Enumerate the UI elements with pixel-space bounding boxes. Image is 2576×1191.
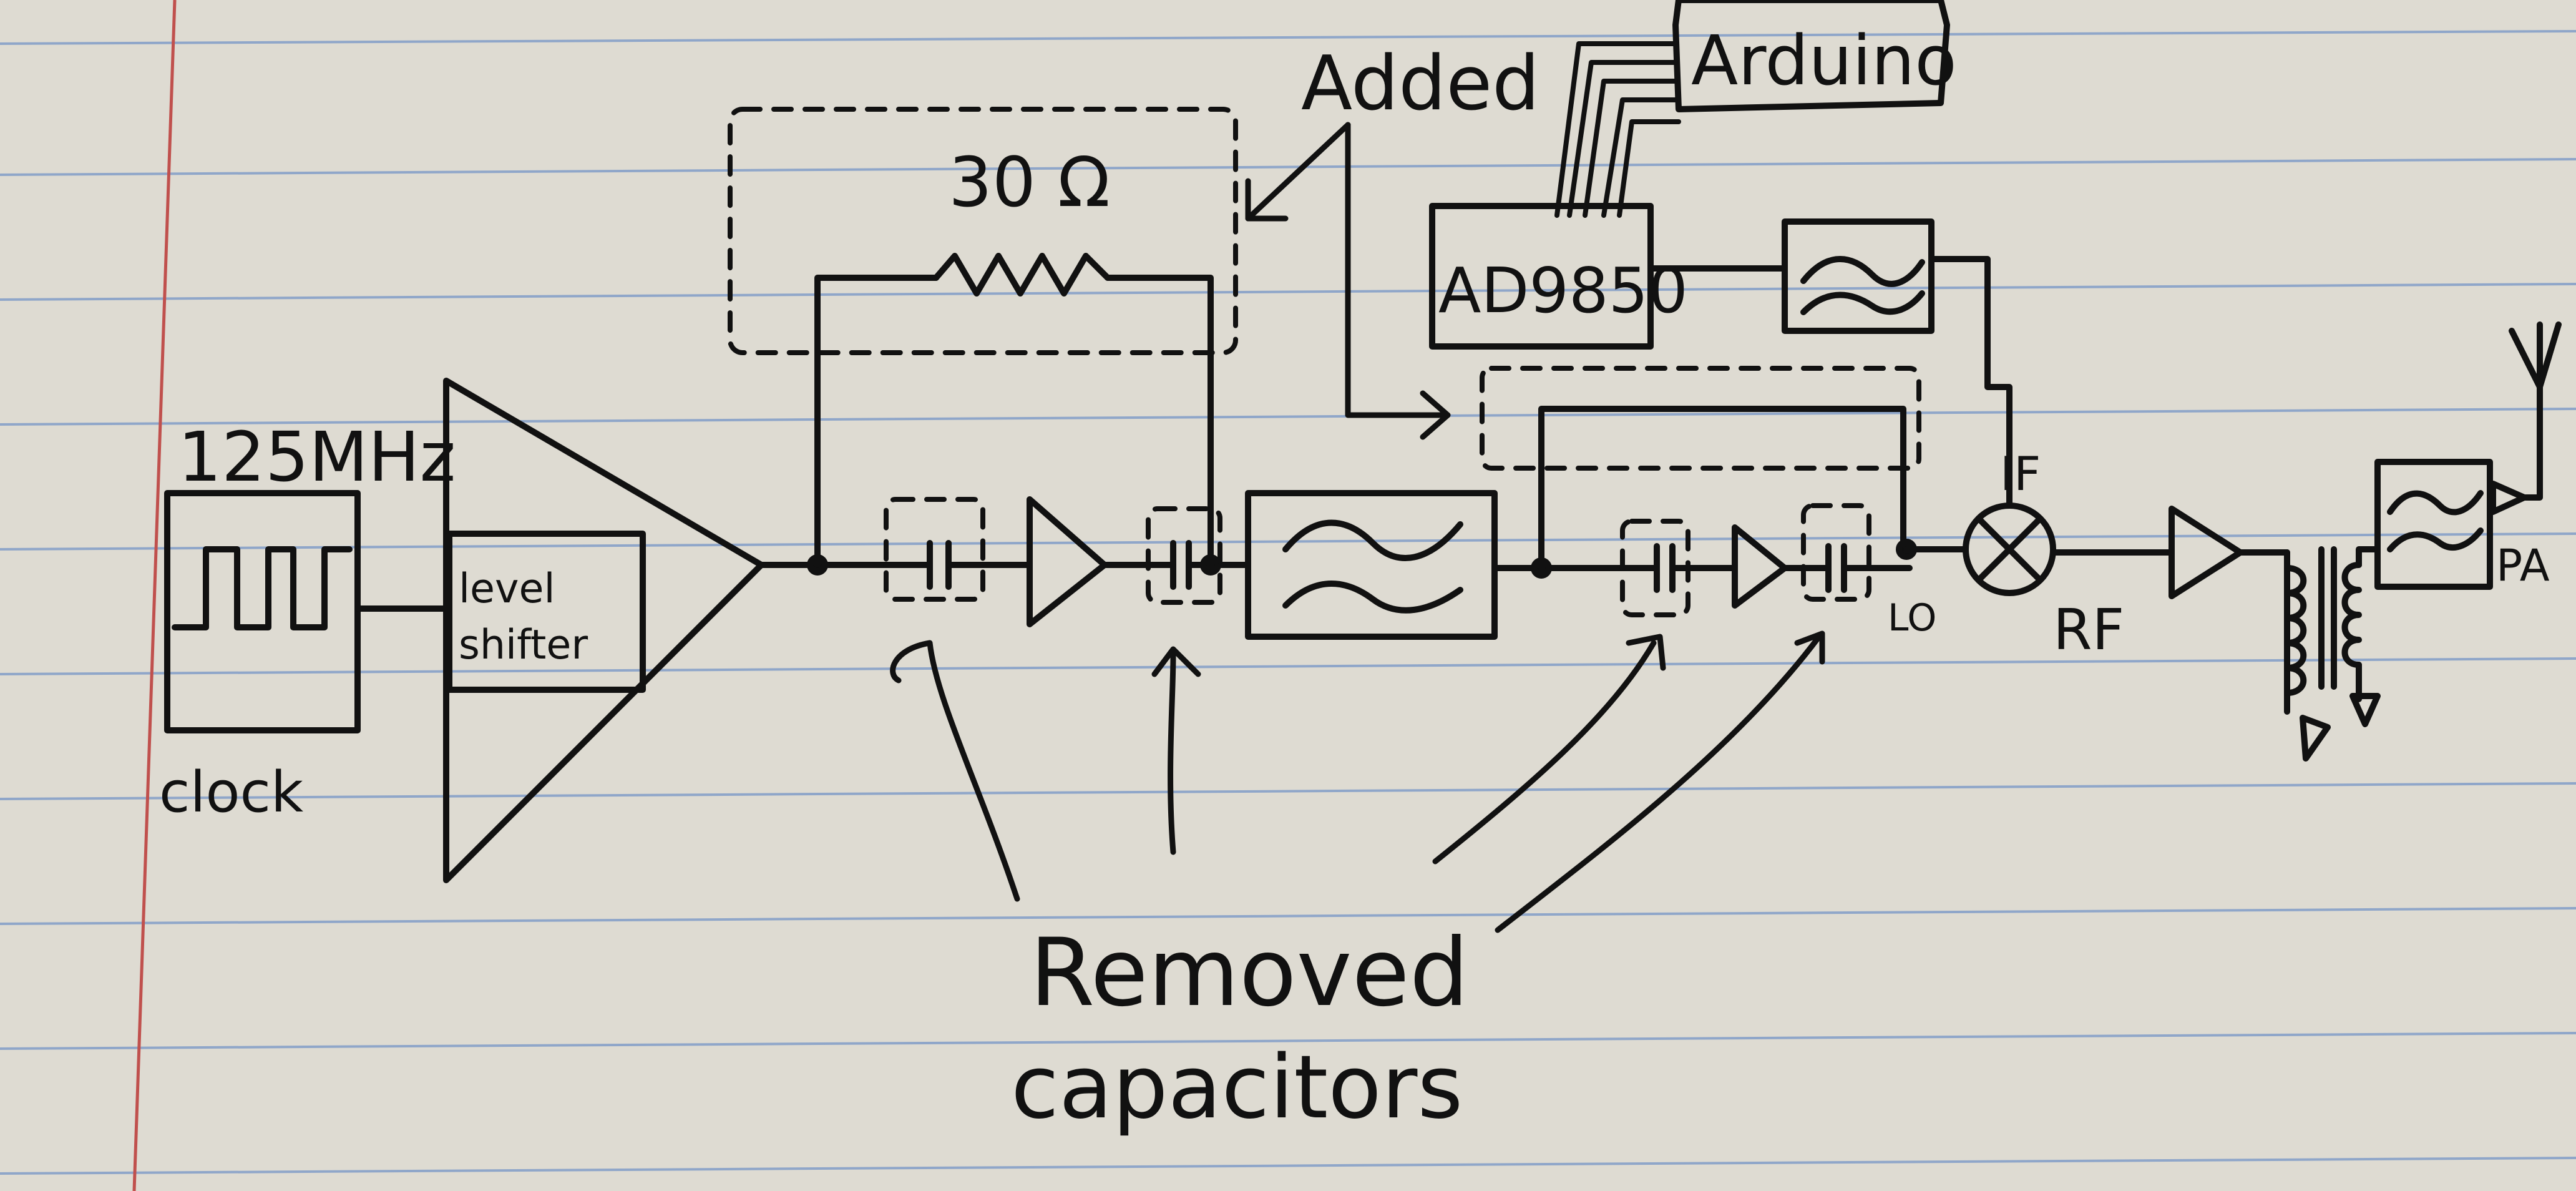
removed-arrow-1 — [890, 640, 1020, 902]
antenna-icon — [2509, 321, 2562, 501]
level-shifter-box — [446, 531, 646, 693]
amplifier-1 — [1027, 496, 1108, 627]
ad9850-lowpass-filter — [1782, 218, 1934, 334]
removed-arrow-4 — [1495, 630, 1825, 933]
margin-line — [132, 0, 177, 1191]
rf-label: RF — [2053, 597, 2124, 663]
capacitor-2 — [1101, 540, 1251, 590]
capacitor-4 — [1782, 543, 1913, 593]
removed-cap-2-outline — [1146, 506, 1222, 605]
bypass-wire-2 — [1538, 406, 1906, 571]
arduino-bus-wires — [1554, 41, 1681, 218]
arduino-box — [1672, 0, 1950, 112]
capacitor-1 — [883, 540, 1033, 590]
added-label: Added — [1301, 41, 1539, 127]
ad9850-label: AD9850 — [1438, 254, 1688, 327]
removed-cap-4-outline — [1801, 503, 1871, 602]
removed-cap-3-outline — [1620, 519, 1690, 617]
added-bypass-outline — [1480, 366, 1921, 471]
added-resistor-outline — [728, 107, 1238, 355]
level-shifter-label-2: shifter — [459, 622, 588, 669]
clock-label: clock — [159, 760, 303, 825]
resistor-symbol — [933, 253, 1111, 297]
resistor-bypass-wire — [814, 275, 939, 568]
output-filter — [2374, 459, 2493, 590]
removed-arrow-2 — [1151, 646, 1201, 855]
if-label: IF — [2000, 446, 2041, 501]
ad9850-box — [1429, 203, 1654, 350]
added-arrow-2 — [1345, 122, 1451, 418]
transformer — [2284, 546, 2381, 762]
resistor-bypass-wire-2 — [1105, 275, 1214, 568]
wire-filter-if — [1928, 256, 2012, 509]
added-arrow-2-head — [1420, 390, 1451, 440]
amplifier-2 — [1732, 524, 1788, 609]
added-arrow-1 — [1245, 122, 1351, 222]
capacitors-label: capacitors — [1011, 1037, 1463, 1139]
resistor-value-label: 30 Ω — [949, 142, 1110, 222]
pa-label: PA — [2496, 540, 2550, 591]
output-buffer — [2490, 481, 2527, 515]
lo-label: LO — [1888, 596, 1937, 640]
added-arrow-1-head — [1245, 178, 1289, 222]
capacitor-3 — [1619, 543, 1738, 593]
removed-arrow-3 — [1432, 634, 1666, 865]
arduino-label: Arduino — [1691, 21, 1957, 100]
clock-frequency-label: 125MHz — [178, 417, 456, 497]
level-shifter-label-1: level — [459, 566, 555, 612]
ruled-lines — [0, 30, 2576, 1175]
removed-label: Removed — [1030, 919, 1469, 1027]
power-amplifier — [2169, 506, 2243, 599]
removed-cap-1-outline — [884, 497, 985, 602]
